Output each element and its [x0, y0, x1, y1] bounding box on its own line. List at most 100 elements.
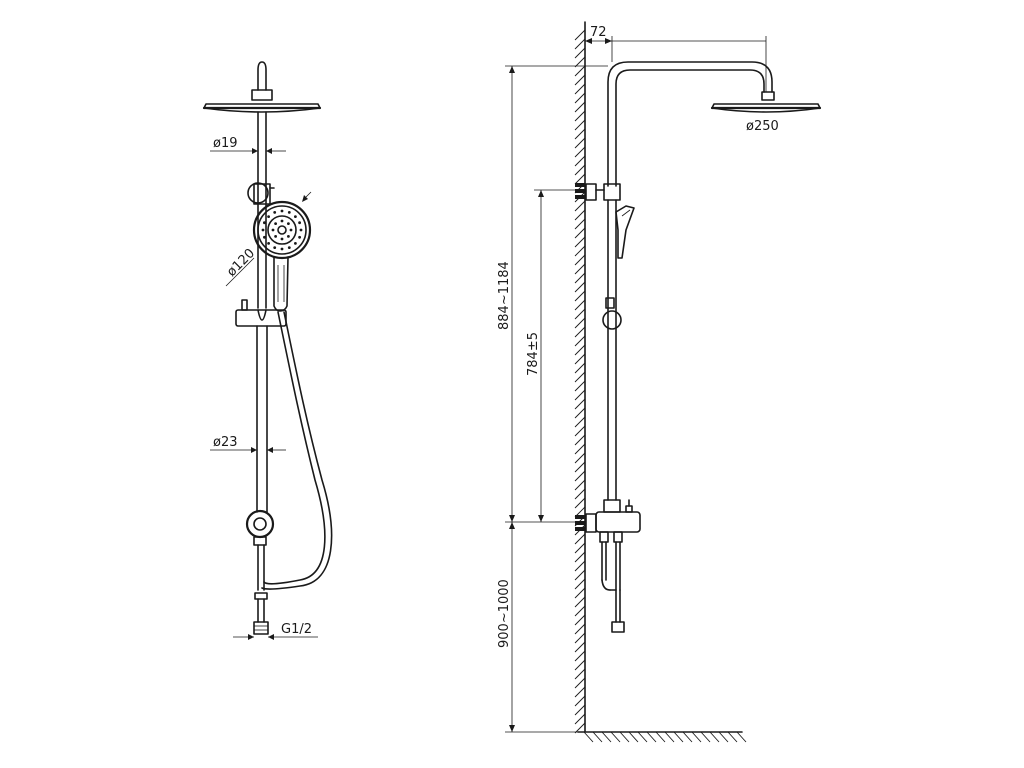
front-inlet-connector [253, 544, 269, 635]
side-shower-head-icon [710, 91, 822, 113]
total-height-dimension: 884~1184 [497, 65, 608, 732]
floor-hatch-line [592, 731, 603, 743]
wall-hatch-line [574, 452, 586, 464]
nozzle-dot [273, 211, 277, 214]
wall-hatch-line [574, 533, 586, 545]
wall-hatch-line [574, 425, 586, 437]
wall-hatch-line [574, 137, 586, 149]
center-distance-dimension: 784±5 [526, 189, 586, 522]
wall-hatch-line [574, 695, 586, 707]
head-diameter-label: ø250 [746, 119, 779, 134]
wall-hatch-line [574, 407, 586, 419]
wall-hatch-line [574, 101, 586, 113]
wall-hatch-line [574, 722, 586, 734]
nozzle-dot [287, 222, 290, 226]
floor-hatch-line [628, 731, 639, 743]
side-slider [602, 297, 622, 330]
pipe-diameter-dimension: ø19 [210, 136, 286, 154]
front-handshower-icon [252, 200, 312, 312]
wall-hatch-line [574, 335, 586, 347]
mount-height-dimension: 900~1000 [497, 522, 578, 733]
nozzle-dot [263, 221, 266, 225]
wall-hatch-line [574, 587, 586, 599]
handshower-diameter-label: ø120 [224, 246, 258, 280]
wall-hatching [574, 29, 586, 734]
nozzle-dot [294, 242, 297, 245]
handshower-nozzles [261, 209, 303, 251]
wall-hatch-line [574, 686, 586, 698]
side-shower-arm [607, 61, 773, 187]
wall-hatch-line [574, 119, 586, 131]
wall-hatch-line [574, 497, 586, 509]
nozzle-dot [271, 228, 275, 232]
wall-hatch-line [574, 209, 586, 221]
wall-hatch-line [574, 200, 586, 212]
wall-hatch-line [574, 668, 586, 680]
nozzle-dot [273, 246, 277, 250]
wall-hatch-line [574, 29, 586, 41]
handshower-leader [305, 191, 312, 198]
wall-hatch-line [574, 353, 586, 365]
wall-hatch-line [574, 461, 586, 473]
floor-hatch-line [601, 731, 612, 743]
side-view: 72 ø250 [497, 21, 822, 743]
nozzle-dot [298, 221, 301, 225]
floor-hatch-line [610, 731, 621, 743]
nozzle-dot [267, 242, 270, 245]
handshower-arrowhead [302, 195, 308, 202]
center-distance-label: 784±5 [526, 332, 541, 376]
floor-hatch-line [682, 731, 693, 743]
floor-hatch-line [718, 731, 729, 743]
wall-hatch-line [574, 272, 586, 284]
wall-hatch-line [574, 290, 586, 302]
nozzle-dot [299, 228, 303, 232]
wall-hatch-line [574, 596, 586, 608]
wall-hatch-line [574, 380, 586, 392]
pipe-diameter-label: ø19 [213, 136, 238, 151]
wall-hatch-line [574, 146, 586, 158]
wall-hatch-line [574, 218, 586, 230]
lower-pipe-diameter-label: ø23 [213, 435, 238, 450]
floor-hatch-line [664, 731, 675, 743]
floor-hatch-line [691, 731, 702, 743]
wall-hatch-line [574, 317, 586, 329]
nozzle-dot [280, 247, 284, 251]
front-upper-pipe [257, 111, 267, 309]
wall-hatch-line [574, 569, 586, 581]
wall-hatch-line [574, 632, 586, 644]
floor-hatching [583, 731, 747, 743]
wall-hatch-line [574, 299, 586, 311]
nozzle-dot [280, 237, 284, 241]
wall-offset-label: 72 [590, 25, 607, 40]
floor-hatch-line [727, 731, 738, 743]
wall-hatch-line [574, 245, 586, 257]
wall-hatch-line [574, 605, 586, 617]
floor-hatch-line [619, 731, 630, 743]
wall-hatch-line [574, 641, 586, 653]
inlet-thread-dimension: G1/2 [233, 622, 318, 640]
wall-hatch-line [574, 560, 586, 572]
side-handshower-icon [615, 205, 635, 259]
wall-hatch-line [574, 704, 586, 716]
wall-hatch-line [574, 92, 586, 104]
wall-hatch-line [574, 551, 586, 563]
wall-hatch-line [574, 263, 586, 275]
floor-hatch-line [700, 731, 711, 743]
wall-hatch-line [574, 227, 586, 239]
lower-pipe-diameter-dimension: ø23 [210, 435, 286, 453]
wall-hatch-line [574, 389, 586, 401]
nozzle-dot [263, 235, 266, 239]
wall-hatch-line [574, 155, 586, 167]
wall-hatch-line [574, 434, 586, 446]
handshower-leader-lower [225, 257, 255, 287]
wall-hatch-line [574, 110, 586, 122]
wall-hatch-line [574, 83, 586, 95]
wall-hatch-line [574, 56, 586, 68]
nozzle-dot [280, 209, 284, 213]
side-hoses [601, 541, 625, 633]
wall-hatch-line [574, 398, 586, 410]
nozzle-dot [267, 215, 270, 219]
wall-hatch-line [574, 713, 586, 725]
wall-hatch-line [574, 164, 586, 176]
